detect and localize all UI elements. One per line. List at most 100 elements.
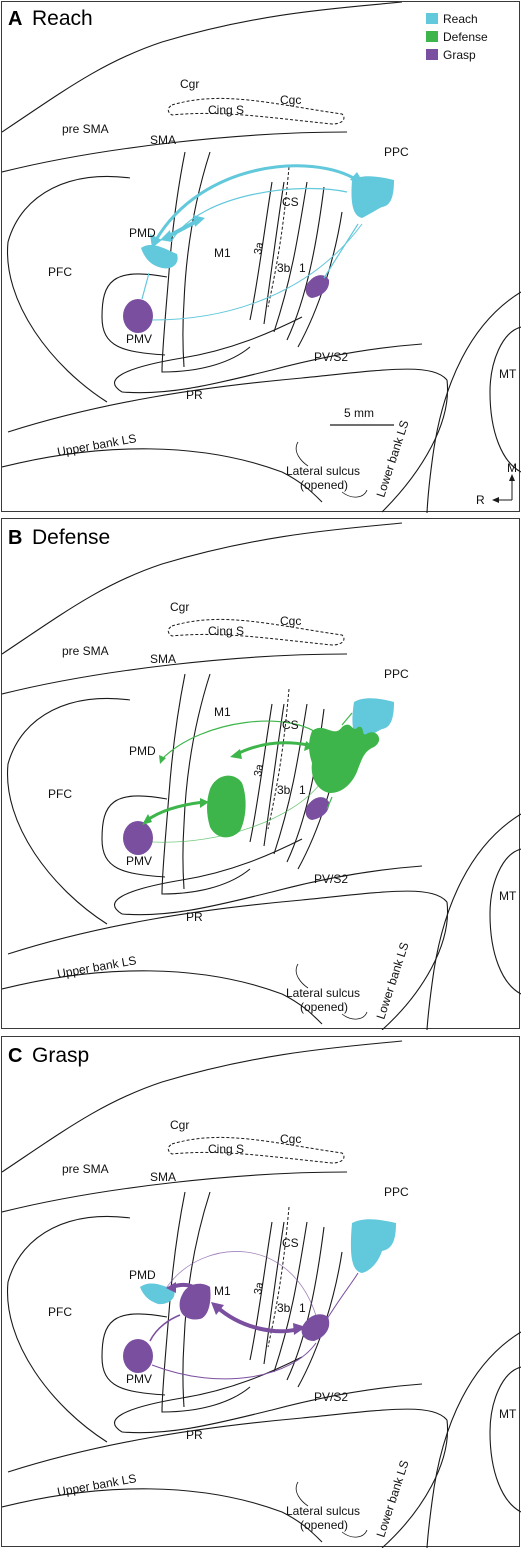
lateral-sulcus-pointer-2 xyxy=(341,1529,368,1538)
reach-area-ppc xyxy=(352,698,394,740)
label-cgr: Cgr xyxy=(170,600,189,614)
legend-label-defense: Defense xyxy=(443,30,488,44)
label-lower-bank-ls: Lower bank LS xyxy=(374,418,412,498)
defense-area-m1 xyxy=(207,775,246,838)
label-cing-s: Cing S xyxy=(208,624,244,638)
label-pr: PR xyxy=(186,910,203,924)
region-labels: Cgr Cgc Cing S SMA pre SMA PPC PMD M1 CS… xyxy=(48,1118,517,1539)
label-lateral-sulcus-opened: (opened) xyxy=(300,1518,348,1532)
legend-label-grasp: Grasp xyxy=(443,48,476,62)
arrow-parietal-grasp xyxy=(326,796,333,810)
label-ppc: PPC xyxy=(384,667,409,681)
label-1: 1 xyxy=(299,261,306,275)
arrow-pmv-m1 xyxy=(149,1314,181,1342)
arrow-pmv-parietal xyxy=(151,783,321,843)
label-pv-s2: PV/S2 xyxy=(314,1390,348,1404)
lateral-sulcus-pointer-2 xyxy=(341,1011,368,1020)
scale-bar-label: 5 mm xyxy=(344,406,374,420)
panel-letter: A xyxy=(8,8,22,30)
defense-connections xyxy=(142,712,353,843)
arrow-pmd-parietal xyxy=(161,720,323,760)
label-cgr: Cgr xyxy=(180,77,199,91)
label-pmd: PMD xyxy=(129,744,156,758)
label-cs: CS xyxy=(282,718,299,732)
label-ppc: PPC xyxy=(384,145,409,159)
label-3a: 3a xyxy=(252,241,266,256)
label-pr: PR xyxy=(186,388,203,402)
panel-grasp-diagram: Cgr Cgc Cing S SMA pre SMA PPC PMD M1 CS… xyxy=(2,1040,521,1548)
arrow-m1-ppc xyxy=(215,1305,299,1334)
reach-connections xyxy=(141,164,364,321)
region-labels: Cgr Cgc Cing S SMA pre SMA PPC PMD M1 CS… xyxy=(48,600,517,1021)
label-m1: M1 xyxy=(214,1284,231,1298)
label-cgc: Cgc xyxy=(280,614,301,628)
label-lateral-sulcus: Lateral sulcus xyxy=(286,1504,360,1518)
label-lateral-sulcus: Lateral sulcus xyxy=(286,986,360,1000)
legend-swatch-defense xyxy=(426,31,438,42)
brain-contours xyxy=(2,1040,521,1548)
grasp-area-ppc xyxy=(305,275,330,298)
panel-title: Defense xyxy=(32,526,110,549)
brain-contours xyxy=(2,2,521,513)
grasp-connections xyxy=(149,1251,359,1380)
arrow-pmd-m1 xyxy=(166,218,200,239)
label-cs: CS xyxy=(282,1236,299,1250)
panel-grasp: Cgr Cgc Cing S SMA pre SMA PPC PMD M1 CS… xyxy=(1,1036,521,1548)
scale-bar: 5 mm xyxy=(330,406,394,426)
arrow-m1-parietal xyxy=(234,741,309,757)
panel-reach-diagram: Cgr Cgc Cing S SMA pre SMA PPC PMD M1 CS… xyxy=(2,2,521,513)
legend: Reach Defense Grasp xyxy=(426,12,488,62)
grasp-area-pmv xyxy=(123,1339,153,1373)
reach-area-pmd xyxy=(141,244,178,269)
panel-letter: C xyxy=(8,1045,22,1067)
panel-title: Grasp xyxy=(32,1044,89,1067)
label-mt: MT xyxy=(499,1407,517,1421)
reach-area-pmd xyxy=(140,1283,175,1305)
label-pmd: PMD xyxy=(129,1268,156,1282)
label-cs: CS xyxy=(282,195,299,209)
label-pfc: PFC xyxy=(48,265,72,279)
label-sma: SMA xyxy=(150,1170,176,1184)
label-3b: 3b xyxy=(277,783,291,797)
panel-defense-diagram: Cgr Cgc Cing S SMA pre SMA PPC PMD M1 CS… xyxy=(2,522,521,1030)
label-pfc: PFC xyxy=(48,787,72,801)
label-1: 1 xyxy=(299,783,306,797)
label-upper-bank-ls: Upper bank LS xyxy=(56,1471,137,1499)
label-pre-sma: pre SMA xyxy=(62,644,109,658)
label-cgc: Cgc xyxy=(280,93,301,107)
grasp-area-pmv xyxy=(123,821,153,855)
label-pre-sma: pre SMA xyxy=(62,122,109,136)
arrow-pmd-ppc xyxy=(166,1251,318,1320)
label-pmv: PMV xyxy=(126,1372,152,1386)
arrow-parietal-ppc xyxy=(341,712,353,726)
lateral-sulcus-pointer-2 xyxy=(341,489,368,498)
legend-label-reach: Reach xyxy=(443,12,478,26)
arrow-pmd-ppc-thin xyxy=(171,187,348,241)
label-pv-s2: PV/S2 xyxy=(314,872,348,886)
reach-area-ppc xyxy=(350,1219,396,1273)
label-cgc: Cgc xyxy=(280,1132,301,1146)
label-ppc: PPC xyxy=(384,1185,409,1199)
label-3a: 3a xyxy=(252,1281,266,1296)
grasp-area-pmv xyxy=(123,299,153,333)
arrow-pmv-pmd xyxy=(141,272,150,300)
label-3a: 3a xyxy=(252,763,266,778)
label-sma: SMA xyxy=(150,133,176,147)
label-lateral-sulcus: Lateral sulcus xyxy=(286,464,360,478)
arrow-pmv-ppc xyxy=(151,223,363,321)
label-mt: MT xyxy=(499,367,517,381)
label-pre-sma: pre SMA xyxy=(62,1162,109,1176)
label-upper-bank-ls: Upper bank LS xyxy=(56,431,137,459)
label-cing-s: Cing S xyxy=(208,1142,244,1156)
label-cing-s: Cing S xyxy=(208,103,244,117)
label-pr: PR xyxy=(186,1428,203,1442)
arrow-ppc-reach xyxy=(326,1272,359,1320)
panel-title: Reach xyxy=(32,7,93,30)
label-1: 1 xyxy=(299,1301,306,1315)
label-upper-bank-ls: Upper bank LS xyxy=(56,953,137,981)
label-lateral-sulcus-opened: (opened) xyxy=(300,1000,348,1014)
label-pmd: PMD xyxy=(129,226,156,240)
label-sma: SMA xyxy=(150,652,176,666)
legend-swatch-reach xyxy=(426,13,438,24)
region-labels: Cgr Cgc Cing S SMA pre SMA PPC PMD M1 CS… xyxy=(48,77,517,499)
